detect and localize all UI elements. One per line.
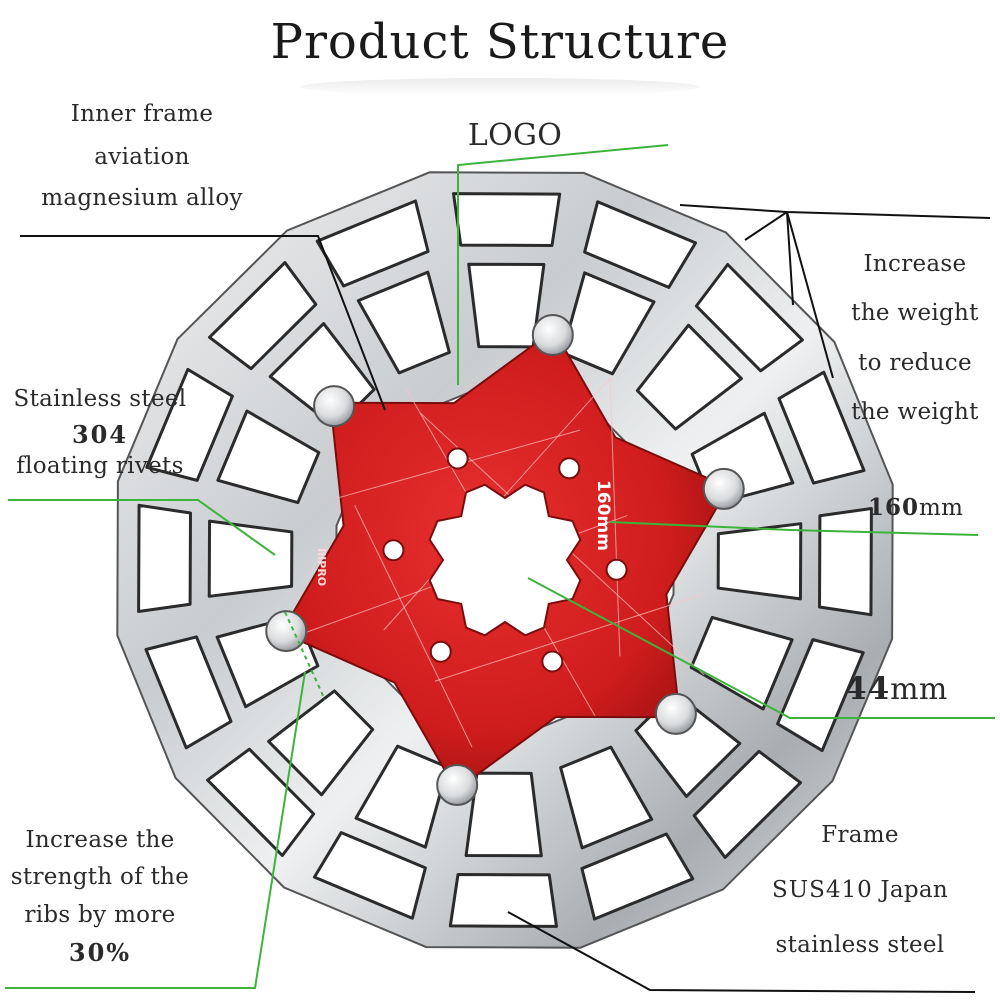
- leader-frame: [507, 911, 976, 993]
- callout-rivets-line1: Stainless steel: [13, 386, 187, 412]
- rotor-outer-slot: [694, 263, 804, 373]
- hub-bolt-hole: [429, 640, 452, 663]
- callout-frame-grade: SUS410: [771, 877, 873, 904]
- floating-rivet: [531, 314, 574, 357]
- rotor-inner-slot: [559, 745, 654, 850]
- rotor-outer-slot: [580, 832, 695, 921]
- callout-frame-line1: Frame: [821, 822, 899, 848]
- callout-rivets-line3: floating rivets: [16, 452, 184, 479]
- floating-rivet: [702, 467, 745, 510]
- callout-logo: LOGO: [467, 118, 563, 153]
- hub-center-spline: [428, 483, 582, 637]
- callout-frame: Frame SUS410 Japan stainless steel: [745, 808, 975, 974]
- hub-bolt-hole: [605, 558, 628, 581]
- leader-160mm: [609, 521, 979, 536]
- rotor-inner-slot: [635, 323, 743, 431]
- rotor-inner-slot: [356, 270, 451, 375]
- callout-frame-line2: SUS410 Japan: [745, 863, 975, 918]
- leader-ribs-dotted: [284, 611, 326, 701]
- leader-ribs: [5, 671, 306, 989]
- page-title: Product Structure: [270, 14, 730, 70]
- callout-weight-line3: to reduce: [858, 349, 972, 376]
- leader-weight-1: [744, 211, 788, 241]
- rotor-outer-slot: [144, 635, 233, 750]
- callout-weight-line1: Increase: [863, 251, 967, 277]
- callout-ribs-line2: strength of the: [10, 864, 190, 891]
- hub-bolt-hole: [541, 650, 564, 673]
- rotor-inner-slot: [716, 522, 803, 601]
- callout-ribs-line3: ribs by more: [24, 901, 176, 928]
- callout-ribs-percent: 30%: [68, 937, 132, 967]
- rotor-outer-slot: [137, 503, 192, 613]
- callout-160mm: 160mm: [868, 494, 988, 523]
- leader-44mm: [527, 577, 995, 719]
- leader-weight-3: [786, 211, 834, 379]
- rotor-inner-slot: [207, 519, 294, 598]
- leader-weight-2: [786, 211, 794, 306]
- rotor-inner-slot: [267, 689, 375, 797]
- rotor-inner-slot: [216, 409, 321, 505]
- callout-inner-frame-line3: magnesium alloy: [41, 184, 243, 211]
- callout-rivets: Stainless steel 304 floating rivets: [5, 385, 195, 481]
- rotor-outer-slot: [583, 200, 698, 289]
- title-shadow: [300, 78, 700, 96]
- hub-bolt-holes: [382, 447, 628, 673]
- callout-inner-frame-line1: Inner frame: [70, 101, 214, 127]
- callout-ribs: Increase the strength of the ribs by mor…: [0, 822, 200, 973]
- rotor-inner-slot: [689, 615, 794, 711]
- rotor-outer-slot: [777, 370, 866, 485]
- magnesium-alloy-hub: 160mm IIIPRO: [280, 328, 730, 792]
- leader-rivets: [8, 499, 276, 556]
- leader-lines: [5, 144, 995, 993]
- floating-rivet: [313, 385, 356, 428]
- callout-44mm-unit: mm: [890, 672, 948, 707]
- rotor-inner-slot: [467, 262, 546, 349]
- rotor-inner-slot: [560, 271, 656, 376]
- callout-frame-origin: Japan: [872, 877, 949, 904]
- callout-rivets-number: 304: [71, 419, 129, 449]
- rotor-inner-slot: [464, 771, 543, 858]
- callout-ribs-line1: Increase the: [25, 827, 175, 853]
- hub-bolt-hole: [446, 447, 469, 470]
- hub-brand-marking: IIIPRO: [315, 548, 328, 586]
- callout-weight-line2: the weight: [851, 300, 979, 327]
- hub-scratch: [434, 594, 703, 682]
- floating-rivet: [654, 692, 697, 735]
- rotor-outer-slot: [448, 873, 558, 928]
- callout-inner-frame-line2: aviation: [94, 143, 190, 170]
- callout-weight-line4: the weight: [851, 399, 979, 426]
- rotor-inner-slot: [354, 744, 450, 849]
- rotor-cutouts: [137, 192, 873, 928]
- floating-rivets: [265, 314, 745, 806]
- callout-weight: Increase the weight to reduce the weight: [845, 240, 985, 438]
- hub-bolt-hole: [558, 457, 581, 480]
- rotor-outer-slot: [312, 831, 427, 920]
- callout-44mm: 44mm: [845, 670, 985, 709]
- callout-160mm-unit: mm: [919, 495, 964, 521]
- hub-scratch: [354, 505, 473, 748]
- rotor-outer-slot: [145, 367, 234, 482]
- hub-bolt-hole: [382, 539, 405, 562]
- callout-44mm-number: 44: [845, 671, 891, 707]
- leader-logo: [457, 144, 669, 385]
- rotor-outer-slot: [452, 192, 562, 247]
- rotor-outer-slot: [818, 507, 873, 617]
- rotor-outer-slot: [208, 261, 318, 371]
- rotor-outer-slot: [776, 638, 865, 753]
- hub-size-marking: 160mm: [593, 480, 613, 551]
- rotor-outer-slot: [692, 749, 802, 859]
- floating-rivet: [436, 763, 479, 806]
- rotor-outer-slot: [206, 747, 316, 857]
- callout-inner-frame: Inner frame aviation magnesium alloy: [22, 100, 262, 212]
- callout-frame-line3: stainless steel: [775, 932, 945, 959]
- floating-rivet: [265, 610, 308, 653]
- leader-inner-frame: [20, 235, 386, 411]
- callout-160mm-number: 160: [868, 494, 920, 521]
- hub-scratch: [609, 378, 621, 657]
- leader-weight-top: [679, 204, 991, 219]
